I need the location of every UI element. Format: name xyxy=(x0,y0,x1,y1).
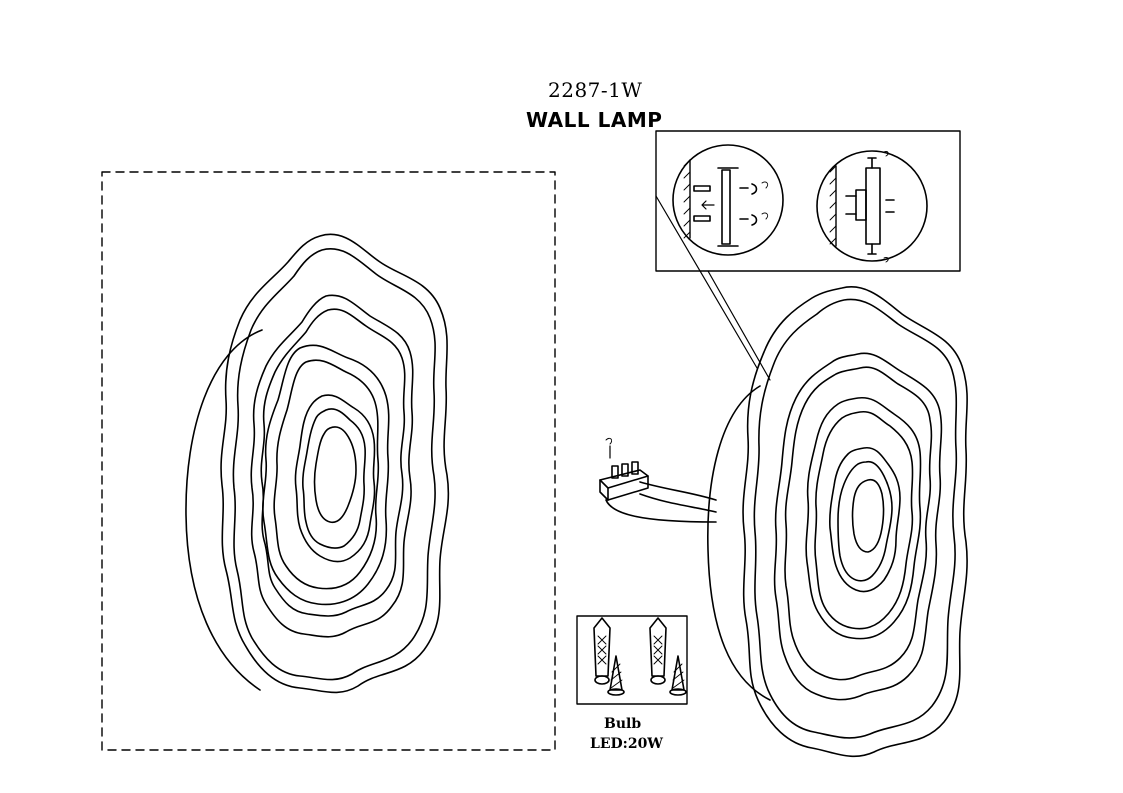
wall-plug-icon xyxy=(649,617,667,685)
front-view-frame xyxy=(101,171,556,751)
fixing-detail-circle xyxy=(816,150,928,263)
front-view-lamp xyxy=(185,233,450,694)
model-number: 2287-1W xyxy=(548,78,643,102)
screw-icon xyxy=(607,655,625,696)
wall-plug-icon xyxy=(593,617,611,685)
terminal-block xyxy=(599,437,717,523)
screw-icon xyxy=(669,655,687,696)
accessories-box xyxy=(576,615,688,705)
bracket-detail-circle xyxy=(672,144,784,256)
bulb-label: Bulb xyxy=(604,716,642,732)
side-view-lamp xyxy=(707,286,968,758)
bulb-spec: LED:20W xyxy=(590,736,664,752)
product-title: WALL LAMP xyxy=(526,108,663,132)
mounting-detail-callout xyxy=(655,130,961,381)
